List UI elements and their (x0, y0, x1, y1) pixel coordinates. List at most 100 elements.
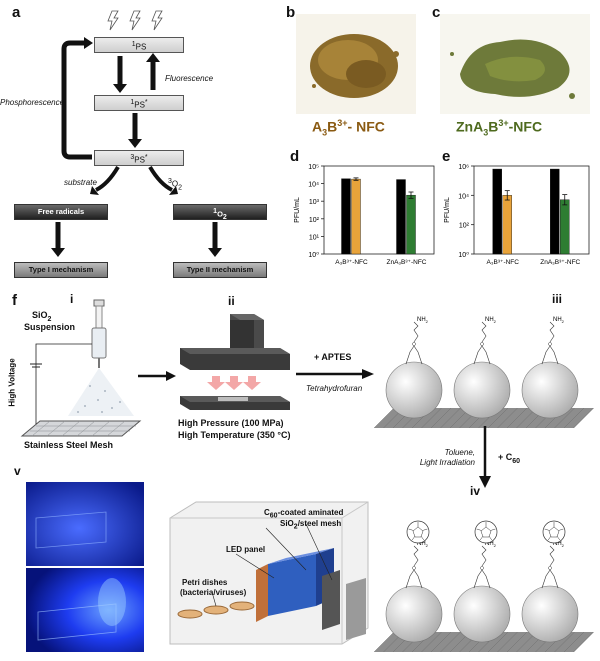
singlet-oxygen-box: 1O2 (173, 204, 267, 221)
y-tick-label: 10⁶ (458, 164, 469, 171)
arrow-ii-to-iii (296, 369, 374, 379)
alkyl-chain (481, 545, 487, 567)
type2-mechanism-box: Type II mechanism (173, 262, 267, 278)
amine-label: NH2 (553, 541, 565, 548)
arrow-iii-to-iv (479, 426, 491, 488)
led-photo-bottom (26, 568, 144, 652)
petri-dishes (177, 601, 255, 619)
light-bolt-icons (107, 10, 163, 31)
fluorescence-label: Fluorescence (165, 74, 214, 83)
high-pressure-label: High Pressure (100 MPa) (178, 418, 284, 428)
led-photos (26, 482, 144, 652)
powder-photo-a3b3 (296, 14, 416, 114)
panel-letter-b: b (286, 4, 296, 21)
heat-arrow (207, 376, 225, 390)
lightning-icon (151, 10, 163, 31)
arrow-i-to-ii (138, 371, 176, 381)
singlet-state-level: 1PS* (94, 95, 184, 111)
ground-state-level: 1PS (94, 37, 184, 53)
bar (502, 195, 512, 255)
bar (351, 178, 361, 255)
suspension-label: Suspension (24, 322, 76, 332)
high-temperature-label: High Temperature (350 °C) (178, 430, 291, 440)
alkyl-chain (481, 321, 487, 343)
step-iv-label: iv (470, 484, 481, 498)
triplet-state-level: 3PS* (94, 150, 184, 166)
panel-letter-d: d (290, 148, 300, 165)
triplet-oxygen-label: 3O2 (168, 178, 183, 192)
free-radicals-box: Free radicals (14, 204, 108, 220)
bar (550, 168, 560, 255)
petri-dishes-label: Petri dishes (182, 578, 228, 587)
step-iii-label: iii (552, 292, 563, 306)
sio2-sphere (453, 361, 511, 419)
heat-arrow (225, 376, 243, 390)
plot-frame (323, 165, 435, 255)
y-tick-label: 10² (459, 223, 470, 230)
caption-zna3b3-nfc: ZnA3B3+-NFC (456, 118, 543, 138)
alkyl-chain (549, 545, 555, 567)
c60-label: + C60 (498, 452, 521, 465)
caption-a3b3-nfc: A3B3+- NFC (312, 118, 385, 138)
alkyl-chain (413, 545, 419, 567)
silane-linker (473, 345, 491, 365)
coated-mesh-label-line2: SiO2/steel mesh (280, 519, 342, 531)
powder-photo-zna3b3 (440, 14, 590, 114)
steel-mesh-label: Stainless Steel Mesh (24, 440, 114, 450)
toluene-label: Toluene, (444, 448, 475, 457)
alkyl-chain (413, 321, 419, 343)
x-tick-label: A₃B³⁺-NFC (487, 259, 520, 266)
x-tick-label: A₃B³⁺-NFC (335, 259, 368, 266)
petri-dishes-sublabel: (bacteria/viruses) (180, 588, 247, 597)
bar (560, 199, 570, 255)
panel-letter-a: a (12, 4, 21, 21)
sio2-sphere (453, 585, 511, 643)
sio2-sphere (385, 585, 443, 643)
step-v-label: v (14, 464, 21, 478)
amine-label: NH2 (485, 541, 497, 548)
c60-icon (406, 520, 430, 544)
mesh-plate (346, 578, 366, 640)
type1-curve-arrow (95, 165, 120, 192)
sio2-sphere (385, 361, 443, 419)
y-tick-label: 10¹ (309, 234, 320, 241)
led-chamber-diagram (169, 501, 369, 645)
c60-icon (542, 520, 566, 544)
panel-letter-e: e (442, 148, 451, 165)
press-ram (230, 320, 254, 348)
high-voltage-label: High Voltage (7, 358, 17, 407)
amine-label: NH2 (485, 317, 497, 324)
silane-linker (541, 569, 559, 589)
x-tick-label: ZnA₃B³⁺-NFC (540, 259, 580, 266)
light-irradiation-label: Light Irradiation (419, 458, 475, 467)
y-axis-label: PFU/mL (444, 197, 451, 223)
y-tick-label: 10² (309, 217, 320, 224)
y-tick-label: 10³ (309, 199, 320, 206)
syringe-icon (91, 327, 107, 359)
alkyl-chain (549, 321, 555, 343)
heat-arrow (243, 376, 261, 390)
plot-frame (473, 165, 590, 255)
sio2-sphere (521, 361, 579, 419)
phosphorescence-label: Phosphorescence (0, 98, 65, 107)
sio2-sphere (521, 585, 579, 643)
syringe-plunger (93, 299, 105, 307)
c60-icon (474, 520, 498, 544)
silane-linker (405, 345, 423, 365)
amine-label: NH2 (553, 317, 565, 324)
bar (341, 178, 351, 255)
silane-linker (405, 569, 423, 589)
aptes-label: + APTES (314, 352, 352, 362)
bar (406, 194, 416, 255)
electrospray-diagram (20, 299, 142, 437)
panel-letter-c: c (432, 4, 441, 21)
coated-mesh-label-line1: C60-coated aminated (264, 508, 344, 520)
bar (492, 168, 502, 255)
type1-mechanism-box: Type I mechanism (14, 262, 108, 278)
led-panel-label: LED panel (226, 545, 266, 554)
lightning-icon (129, 10, 141, 31)
